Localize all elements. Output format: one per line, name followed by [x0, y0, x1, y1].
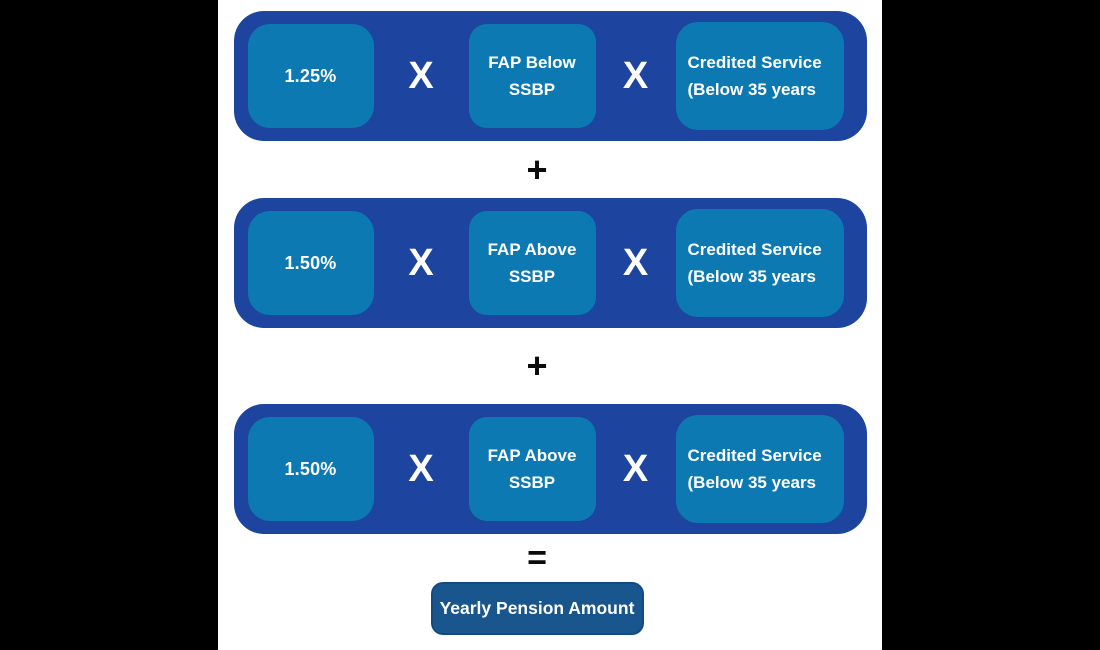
- fap-box-row2: FAP Above SSBP: [468, 211, 596, 315]
- multiply-operator: X: [622, 242, 649, 284]
- result-box: Yearly Pension Amount: [430, 582, 644, 635]
- service-label-line1: Credited Service: [687, 445, 822, 465]
- fap-box-row3: FAP Above SSBP: [468, 417, 596, 521]
- credited-service-box-row3: Credited Service (Below 35 years: [675, 415, 844, 523]
- multiply-operator: X: [622, 448, 649, 490]
- plus-operator: +: [526, 148, 548, 190]
- formula-row-3: 1.50% X FAP Above SSBP X Credited Servic…: [233, 404, 867, 534]
- multiply-operator: X: [408, 55, 434, 97]
- result-label: Yearly Pension Amount: [439, 598, 635, 618]
- credited-service-box-row1: Credited Service (Below 35 years: [675, 22, 844, 130]
- service-label-line2: (Below 35 years: [687, 473, 817, 492]
- percent-box-row1: 1.25%: [247, 24, 374, 128]
- plus-operator: +: [526, 345, 548, 386]
- fap-label-line1: FAP Above: [487, 445, 577, 465]
- fap-label-line1: FAP Above: [487, 239, 577, 259]
- multiply-operator: X: [408, 242, 434, 284]
- service-label-line1: Credited Service: [687, 52, 822, 72]
- service-label-line2: (Below 35 years: [687, 267, 817, 286]
- pension-formula-diagram: 1.25% X FAP Below SSBP X Credited Servic…: [218, 0, 882, 650]
- multiply-operator: X: [622, 55, 649, 97]
- fap-label-line2: SSBP: [508, 473, 556, 492]
- percent-box-row3: 1.50%: [247, 417, 374, 521]
- service-label-line2: (Below 35 years: [687, 80, 817, 99]
- percent-value: 1.50%: [284, 458, 337, 479]
- credited-service-box-row2: Credited Service (Below 35 years: [675, 209, 844, 317]
- fap-box-row1: FAP Below SSBP: [468, 24, 596, 128]
- formula-row-1: 1.25% X FAP Below SSBP X Credited Servic…: [233, 11, 867, 141]
- fap-label-line1: FAP Below: [488, 52, 576, 72]
- equals-operator: =: [527, 539, 547, 577]
- formula-row-2: 1.50% X FAP Above SSBP X Credited Servic…: [233, 198, 867, 328]
- multiply-operator: X: [408, 448, 434, 490]
- service-label-line1: Credited Service: [687, 239, 822, 259]
- fap-label-line2: SSBP: [508, 80, 556, 99]
- percent-box-row2: 1.50%: [247, 211, 374, 315]
- percent-value: 1.50%: [284, 252, 337, 273]
- fap-label-line2: SSBP: [508, 267, 556, 286]
- percent-value: 1.25%: [284, 65, 337, 86]
